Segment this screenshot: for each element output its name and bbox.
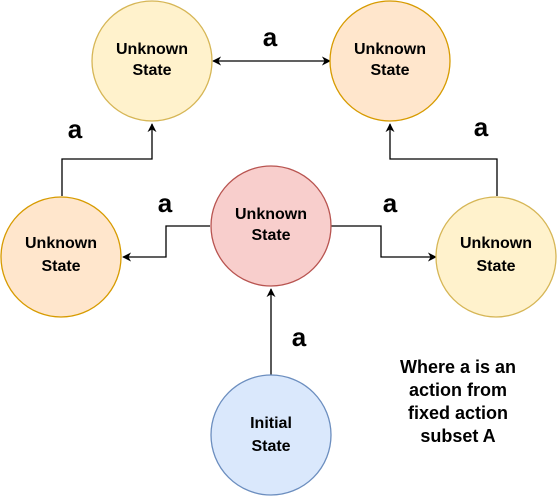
node-initial: Initial State — [210, 374, 332, 496]
node-left-line2: State — [41, 258, 80, 275]
node-top-right-circle — [329, 0, 451, 122]
edge-right-to-topright — [385, 123, 498, 196]
node-center-circle — [210, 165, 332, 287]
node-left-line1: Unknown — [25, 235, 97, 252]
node-top-right: Unknown State — [329, 0, 451, 122]
edge-left-to-topleft — [61, 123, 157, 196]
node-top-left-circle — [91, 0, 213, 122]
node-right-line1: Unknown — [460, 235, 532, 252]
legend-note-line2: action from — [409, 380, 507, 400]
node-top-left-line1: Unknown — [116, 41, 188, 58]
edge-label-center-right: a — [383, 188, 398, 218]
node-right-line2: State — [476, 258, 515, 275]
legend-note: Where a is an action from fixed action s… — [400, 357, 516, 446]
node-left-circle — [0, 196, 122, 318]
edge-label-left-up: a — [68, 114, 83, 144]
legend-note-line3: fixed action — [408, 403, 508, 423]
node-top-right-line1: Unknown — [354, 41, 426, 58]
legend-note-line1: Where a is an — [400, 357, 516, 377]
node-center-line1: Unknown — [235, 206, 307, 223]
legend-note-line4: subset A — [420, 426, 495, 446]
edge-label-right-up: a — [474, 112, 489, 142]
node-right: Unknown State — [435, 196, 557, 318]
node-left: Unknown State — [0, 196, 122, 318]
edge-center-to-left — [122, 225, 210, 262]
node-center: Unknown State — [210, 165, 332, 287]
node-center-line2: State — [251, 227, 290, 244]
edge-label-center-left: a — [158, 188, 173, 218]
node-top-left-line2: State — [132, 62, 171, 79]
node-top-left: Unknown State — [91, 0, 213, 122]
edge-center-to-right — [331, 225, 437, 262]
node-initial-line1: Initial — [250, 415, 292, 432]
node-initial-line2: State — [251, 438, 290, 455]
node-right-circle — [435, 196, 557, 318]
node-initial-circle — [210, 374, 332, 496]
edge-label-top: a — [263, 22, 278, 52]
node-top-right-line2: State — [370, 62, 409, 79]
edge-label-initial-up: a — [292, 322, 307, 352]
